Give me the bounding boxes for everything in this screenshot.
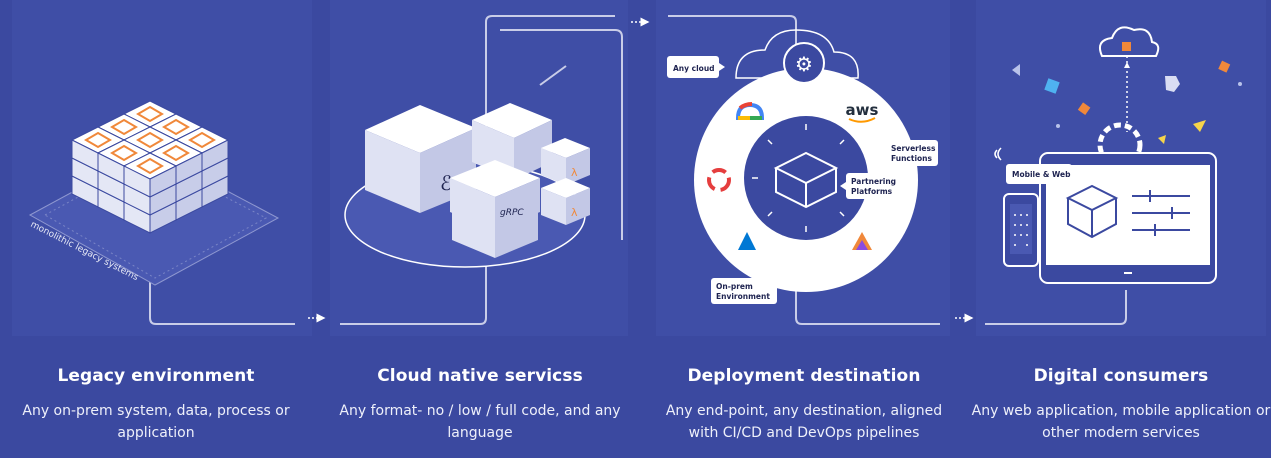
legacy-window-icon [110, 144, 138, 162]
service-box-grpc: gRPC [450, 160, 540, 230]
cloud-outline [735, 29, 859, 79]
tag-partnering-line2: Platforms [851, 187, 893, 196]
caption-deployment: Deployment destination Any end-point, an… [648, 366, 960, 444]
tag-partnering-line1: Partnering [851, 177, 896, 186]
step-desc-digital-consumers: Any web application, mobile application … [971, 403, 1271, 441]
legacy-window-icon [84, 131, 112, 149]
wifi-icon [994, 147, 1002, 161]
legacy-window-icon [136, 105, 164, 123]
aws-logo: aws [846, 101, 879, 119]
tag-serverless [886, 140, 938, 166]
monolith-cube-face [149, 165, 177, 198]
deployment-ring: ⚙ aws Any cloud On-prem Environment Serv… [667, 29, 938, 304]
tag-partnering [846, 173, 898, 199]
phone-dots [1014, 214, 1028, 246]
legacy-window-icon [136, 157, 164, 175]
step-title-digital-consumers: Digital consumers [1033, 366, 1209, 386]
service-box-bottom [452, 210, 538, 258]
legacy-window-icon [136, 131, 164, 149]
gear-icon [1097, 122, 1143, 168]
openshift-icon [707, 168, 731, 192]
tag-serverless-line1: Serverless [891, 144, 936, 153]
aws-smile-icon [848, 117, 876, 123]
center-cube [773, 151, 839, 209]
legacy-window-icon [162, 118, 190, 136]
tag-any-cloud-label: Any cloud [673, 64, 715, 73]
tag-any-cloud [667, 56, 719, 78]
lambda-icon: λ [571, 206, 578, 219]
confetti [1044, 78, 1060, 94]
step-desc-deployment: Any end-point, any destination, aligned … [665, 403, 943, 441]
screen-sliders [1132, 190, 1190, 236]
cloud-native-art: ℰ gRPC λ λ [344, 29, 623, 268]
azure-icon [738, 232, 756, 250]
monolith-stack: monolithic legacy systems [29, 100, 280, 286]
confetti [1077, 102, 1091, 115]
screen-cube [1065, 184, 1119, 239]
tag-on-prem-line1: On-prem [716, 282, 753, 291]
legacy-window-icon [162, 144, 190, 162]
legacy-window-icon [188, 131, 216, 149]
step-desc-legacy: Any on-prem system, data, process or app… [22, 403, 290, 441]
gear-icon: ⚙ [795, 52, 813, 76]
step-title-cloud-native: Cloud native servicss [377, 366, 583, 386]
monitor-screen [1046, 165, 1210, 265]
lambda-icon: λ [571, 166, 578, 179]
step-desc-cloud-native: Any format- no / low / full code, and an… [339, 403, 621, 441]
caption-cloud-native: Cloud native servicss Any format- no / l… [324, 366, 636, 444]
google-cloud-icon [735, 102, 765, 120]
step-title-deployment: Deployment destination [687, 366, 921, 386]
legacy-window-icon [110, 118, 138, 136]
step-title-legacy: Legacy environment [57, 366, 255, 386]
tag-on-prem-line2: Environment [716, 292, 770, 301]
caption-legacy: Legacy environment Any on-prem system, d… [0, 366, 312, 444]
lambda-box-2: λ [541, 178, 590, 225]
lambda-box-1: λ [541, 138, 590, 185]
digital-consumers-art: Mobile & Web [994, 26, 1242, 284]
gear-badge [783, 42, 825, 84]
tag-mobile-web [1006, 164, 1072, 184]
confetti [1165, 76, 1180, 92]
flow-arrows [308, 17, 974, 323]
cloud-icon [1099, 26, 1160, 57]
tag-on-prem [711, 278, 777, 304]
confetti [1158, 135, 1166, 144]
caption-digital-consumers: Digital consumers Any web application, m… [971, 366, 1271, 444]
dotnet-icon: ℰ [440, 171, 452, 195]
confetti [1193, 120, 1206, 132]
connector-lines [149, 15, 1127, 325]
tag-mobile-web-label: Mobile & Web [1012, 170, 1071, 179]
tag-serverless-line2: Functions [891, 154, 933, 163]
grpc-label: gRPC [500, 208, 524, 218]
confetti [1012, 64, 1020, 76]
confetti [1218, 60, 1231, 73]
phone-screen [1010, 204, 1032, 254]
